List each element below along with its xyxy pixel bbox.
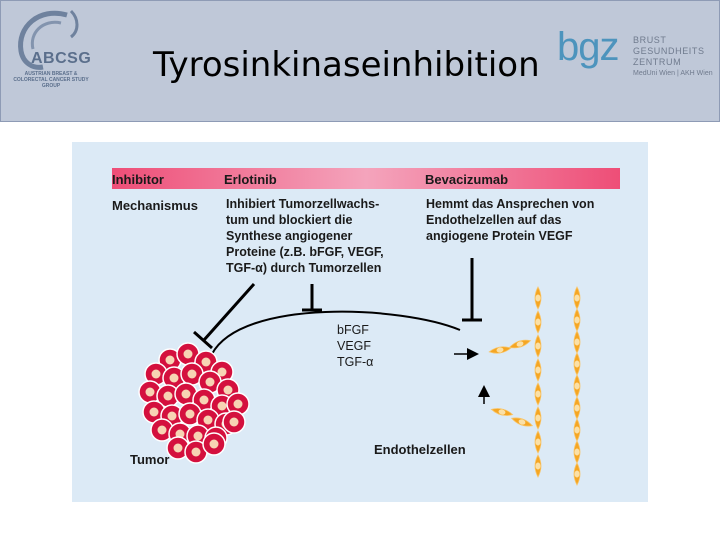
tumor-cell-nucleus bbox=[203, 415, 213, 425]
tumor-cell-nucleus bbox=[223, 385, 233, 395]
endothelial-cell bbox=[534, 334, 542, 358]
endothelial-cell bbox=[534, 430, 542, 454]
page-title: Tyrosinkinaseinhibition bbox=[153, 45, 540, 85]
bgz-line-3: ZENTRUM bbox=[633, 57, 682, 67]
factor-bfgf: bFGF bbox=[337, 323, 369, 337]
mechanism-diagram bbox=[138, 258, 581, 486]
tumor-cell-nucleus bbox=[205, 377, 215, 387]
tumor-cell-nucleus bbox=[185, 409, 195, 419]
endothelial-cell bbox=[573, 462, 581, 486]
bgz-logo-text: BRUST GESUNDHEITS ZENTRUM bbox=[633, 35, 705, 68]
growth-factor-list: bFGF VEGF TGF-α bbox=[337, 322, 373, 370]
tumor-cell-nucleus bbox=[175, 429, 185, 439]
header-band bbox=[112, 168, 620, 189]
endothelial-cell bbox=[534, 358, 542, 382]
factor-tgf-alpha: TGF-α bbox=[337, 355, 374, 369]
endothelial-cell bbox=[573, 352, 581, 376]
tumor-cell-nucleus bbox=[229, 417, 239, 427]
bgz-logo-mark: bgz bbox=[557, 25, 619, 69]
tumor-cell-nucleus bbox=[181, 389, 191, 399]
column-header-inhibitor: Inhibitor bbox=[112, 172, 164, 187]
tumor-cell-nucleus bbox=[199, 395, 209, 405]
bgz-line-2: GESUNDHEITS bbox=[633, 46, 705, 56]
tumor-cell-cluster bbox=[138, 342, 250, 464]
endothelial-cell bbox=[534, 382, 542, 406]
tumor-cell-nucleus bbox=[149, 407, 159, 417]
endothelial-cell bbox=[508, 339, 532, 349]
tumor-cell-nucleus bbox=[167, 411, 177, 421]
erlotinib-line-2: tum und blockiert die bbox=[226, 213, 353, 227]
abcsg-logo bbox=[9, 7, 95, 87]
bgz-logo-footer: MedUni Wien | AKH Wien bbox=[633, 70, 713, 77]
diagram-panel: Inhibitor Erlotinib Bevacizumab Mechanis… bbox=[72, 142, 648, 502]
tumor-cell-nucleus bbox=[165, 355, 175, 365]
tumor-cell-nucleus bbox=[151, 369, 161, 379]
endothelial-cell bbox=[573, 330, 581, 354]
endothel-label: Endothelzellen bbox=[374, 442, 466, 457]
bevacizumab-mechanism: Hemmt das Ansprechen von Endothelzellen … bbox=[426, 196, 594, 244]
column-header-bevacizumab: Bevacizumab bbox=[425, 172, 509, 187]
abcsg-subtitle: AUSTRIAN BREAST & COLORECTAL CANCER STUD… bbox=[13, 71, 89, 89]
tumor-cell-nucleus bbox=[145, 387, 155, 397]
tumor-cell-nucleus bbox=[233, 399, 243, 409]
tumor-cell-nucleus bbox=[157, 425, 167, 435]
endothelial-cell bbox=[534, 286, 542, 310]
tumor-cell-nucleus bbox=[191, 447, 201, 457]
endothelial-cell bbox=[573, 286, 581, 310]
tumor-cell-nucleus bbox=[209, 439, 219, 449]
tumor-cell-nucleus bbox=[173, 443, 183, 453]
erlotinib-tumor-inhibition-bar bbox=[193, 330, 213, 350]
slide-header: ABCSG AUSTRIAN BREAST & COLORECTAL CANCE… bbox=[0, 0, 720, 122]
bevacizumab-line-1: Hemmt das Ansprechen von bbox=[426, 197, 595, 211]
growth-factor-arc bbox=[211, 310, 461, 355]
tumor-cell-nucleus bbox=[187, 369, 197, 379]
erlotinib-line-3: Synthese angiogener bbox=[226, 229, 353, 243]
endothelial-cell bbox=[488, 346, 512, 354]
bevacizumab-line-3: angiogene Protein VEGF bbox=[426, 229, 573, 243]
endothelial-cell bbox=[573, 396, 581, 420]
bevacizumab-line-2: Endothelzellen auf das bbox=[426, 213, 562, 227]
endothelial-cell bbox=[534, 406, 542, 430]
column-header-erlotinib: Erlotinib bbox=[224, 172, 277, 187]
row-label-mechanismus: Mechanismus bbox=[112, 198, 198, 213]
abcsg-wordmark: ABCSG bbox=[31, 50, 92, 67]
erlotinib-line-4: Proteine (z.B. bFGF, VEGF, bbox=[226, 245, 384, 259]
bgz-line-1: BRUST bbox=[633, 35, 667, 45]
tumor-cell-nucleus bbox=[201, 357, 211, 367]
tumor-cell-nucleus bbox=[183, 349, 193, 359]
endothelial-cell bbox=[573, 440, 581, 464]
tumor-cell-nucleus bbox=[217, 401, 227, 411]
tumor-label: Tumor bbox=[130, 452, 170, 467]
abcsg-swirl-icon bbox=[18, 9, 79, 70]
tumor-cell-nucleus bbox=[169, 373, 179, 383]
endothelial-cell bbox=[573, 418, 581, 442]
erlotinib-line-5: TGF-α) durch Tumorzellen bbox=[226, 261, 382, 275]
endothelial-cell bbox=[573, 308, 581, 332]
endothelial-cell bbox=[534, 454, 542, 478]
endothelial-cells bbox=[488, 286, 581, 486]
endothelial-cell bbox=[573, 374, 581, 398]
erlotinib-mechanism: Inhibiert Tumorzellwachs- tum und blocki… bbox=[226, 196, 384, 276]
endothelial-cell bbox=[534, 310, 542, 334]
tumor-cell-nucleus bbox=[217, 367, 227, 377]
endothelial-cell bbox=[510, 417, 534, 427]
tumor-cell-nucleus bbox=[193, 431, 203, 441]
endothelial-cell bbox=[490, 408, 514, 416]
factor-vegf: VEGF bbox=[337, 339, 372, 353]
erlotinib-line-1: Inhibiert Tumorzellwachs- bbox=[226, 197, 380, 211]
tumor-cell-nucleus bbox=[163, 391, 173, 401]
erlotinib-tumor-inhibition-line bbox=[202, 283, 256, 341]
